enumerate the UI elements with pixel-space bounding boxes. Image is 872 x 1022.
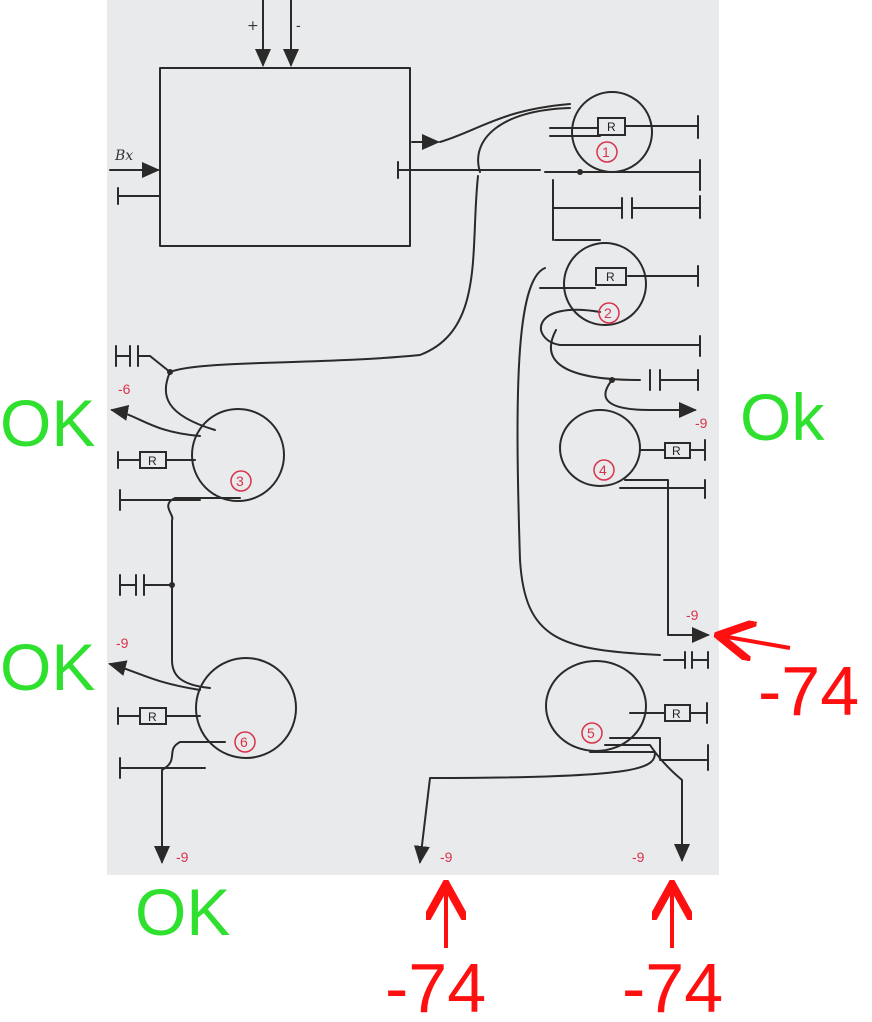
resistors: R R R R R R — [139, 117, 691, 725]
tube-6 — [195, 657, 297, 759]
ok-left-top: OK — [0, 386, 95, 460]
voltage-t6-out: -9 — [116, 635, 129, 651]
resistor-3-label: R — [148, 454, 157, 468]
measured-right: -74 — [758, 652, 859, 730]
ok-left-mid: OK — [0, 630, 95, 704]
wiring — [108, 103, 710, 864]
voltage-t5-right: -9 — [686, 607, 699, 623]
ok-right-top: Ok — [740, 380, 825, 454]
paper-sheet — [107, 0, 719, 875]
measured-bottom-mid: -74 — [385, 949, 486, 1022]
ic-input-label: Bx — [114, 148, 133, 164]
measured-bottom-right: -74 — [622, 949, 723, 1022]
tube-3-number: 3 — [236, 473, 244, 489]
ic-block — [109, 0, 541, 247]
tubes — [191, 91, 653, 759]
resistor-2-label: R — [606, 270, 615, 284]
tube-numbers: 1 2 3 4 5 6 — [230, 141, 620, 753]
voltage-bottom-mid: -9 — [440, 849, 453, 865]
resistor-6-label: R — [148, 710, 157, 724]
resistor-1-label: R — [607, 120, 616, 134]
voltage-bottom-left: -9 — [176, 849, 189, 865]
ic-plus-label: + — [247, 18, 259, 34]
tube-2 — [563, 242, 647, 326]
tube-3 — [191, 408, 285, 502]
voltage-bottom-right: -9 — [632, 849, 645, 865]
ic-minus-label: - — [296, 18, 301, 34]
tube-4 — [559, 409, 641, 487]
resistor-4-label: R — [672, 444, 681, 458]
tube-5-number: 5 — [587, 725, 595, 741]
tube-5 — [545, 660, 647, 752]
tube-6-number: 6 — [240, 734, 248, 750]
resistor-5-label: R — [672, 707, 681, 721]
voltage-t3-out: -6 — [118, 381, 131, 397]
tube-4-number: 4 — [599, 462, 607, 478]
tube-2-number: 2 — [604, 305, 612, 321]
voltage-t4-out: -9 — [695, 415, 708, 431]
ok-bottom: OK — [135, 875, 230, 949]
tube-1 — [571, 91, 653, 173]
tube-1-number: 1 — [602, 144, 610, 160]
measure-arrows — [446, 636, 791, 948]
